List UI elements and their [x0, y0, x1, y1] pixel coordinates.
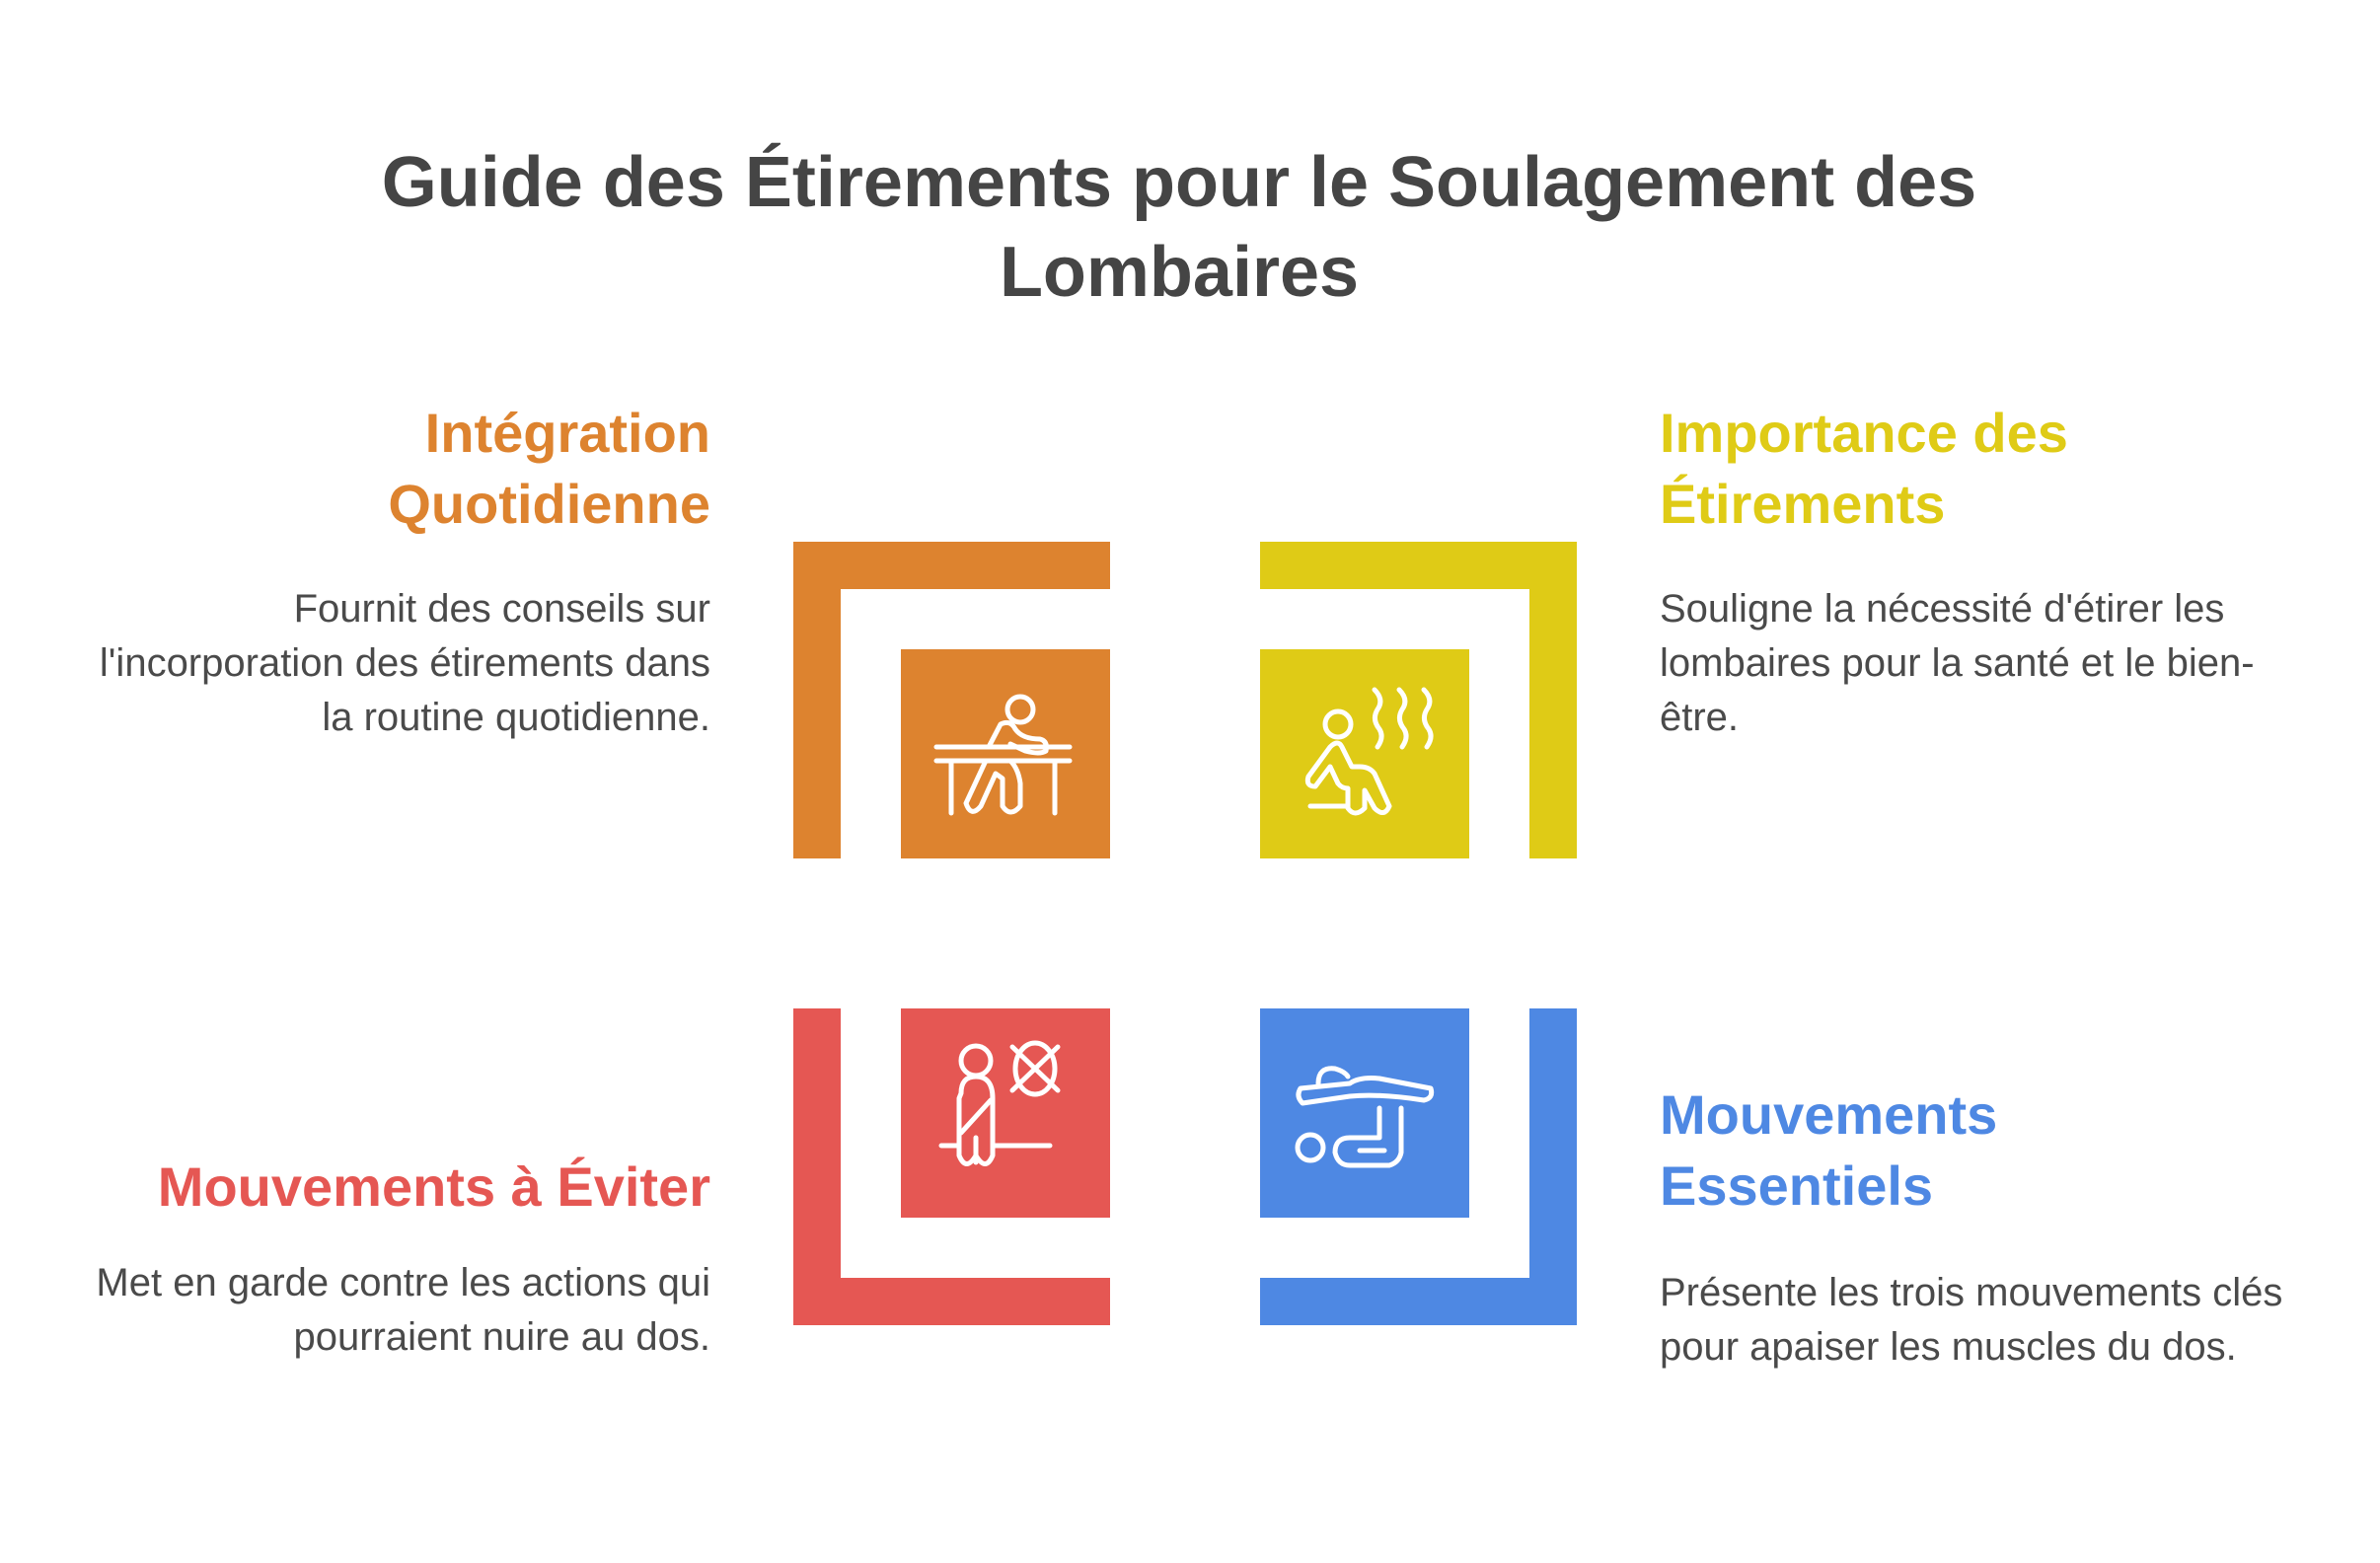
- avoid-movement-icon: [938, 1040, 1061, 1166]
- yellow-corner-frame: [1260, 542, 1577, 858]
- section-heading-avoid: Mouvements à Éviter: [157, 1155, 710, 1218]
- orange-corner-frame: [793, 542, 1110, 858]
- section-heading-integration: Intégration Quotidienne: [388, 402, 710, 535]
- section-text-essential: Présente les trois mouvements clés pour …: [1660, 1271, 2283, 1369]
- section-heading-importance: Importance des Étirements: [1660, 402, 2068, 535]
- desk-stretch-icon-tile: [901, 649, 1110, 858]
- section-heading-essential: Mouvements Essentiels: [1660, 1083, 1998, 1217]
- section-text-importance: Souligne la nécessité d'étirer les lomba…: [1660, 587, 2255, 739]
- back-stretch-icon-tile: [1260, 1008, 1469, 1218]
- page-title: Guide des Étirements pour le Soulagement…: [381, 143, 1977, 312]
- desk-stretch-icon: [933, 694, 1073, 816]
- avoid-movement-icon-tile: [901, 1008, 1110, 1218]
- back-stretch-icon: [1295, 1066, 1435, 1168]
- section-text-integration: Fournit des conseils sur l'incorporation…: [99, 587, 710, 739]
- red-corner-frame: [793, 1008, 1110, 1325]
- sauna-relax-icon: [1304, 687, 1434, 816]
- sauna-relax-icon-tile: [1260, 649, 1469, 858]
- blue-corner-frame: [1260, 1008, 1577, 1325]
- section-text-avoid: Met en garde contre les actions qui pour…: [96, 1261, 710, 1359]
